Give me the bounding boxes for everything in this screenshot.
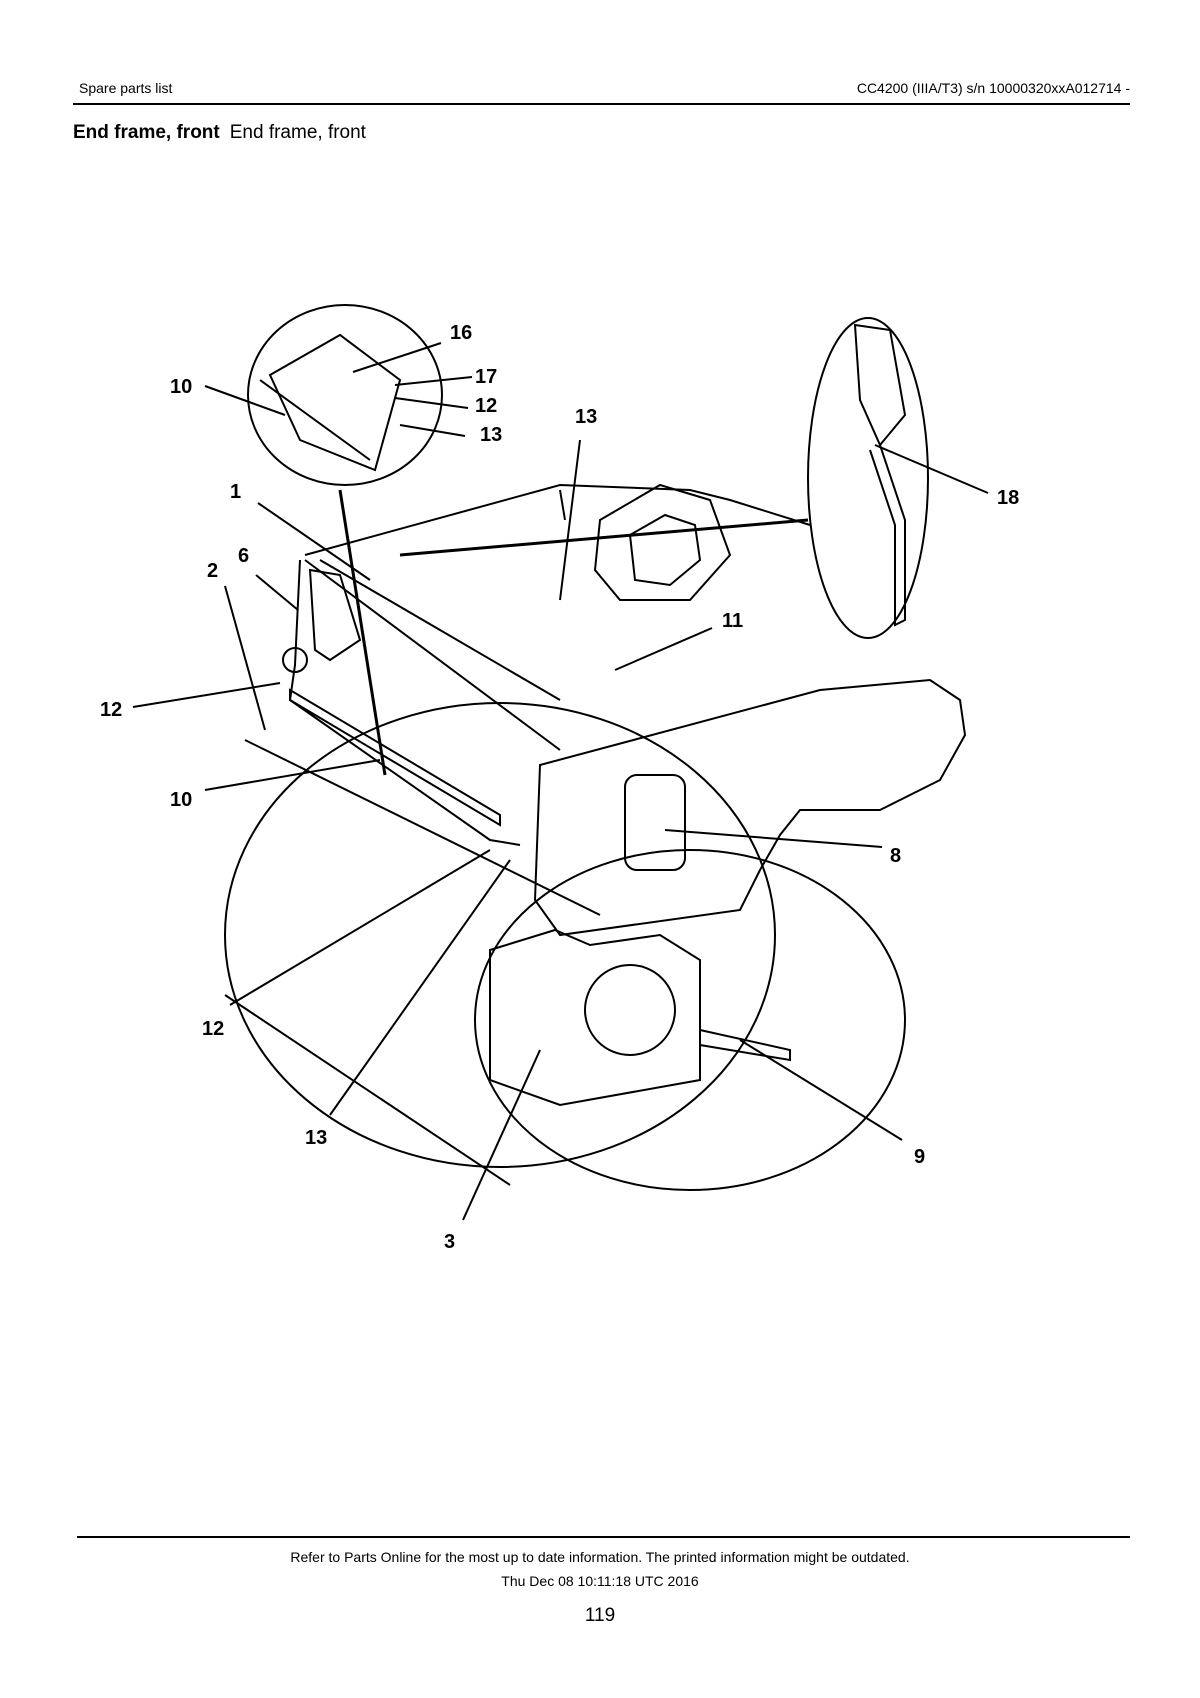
callout-10-detail: 10 [170, 376, 192, 398]
callout-6: 6 [238, 545, 249, 567]
side-plate-window [624, 774, 686, 871]
scraper-bar [289, 688, 501, 827]
left-bracket-plate [308, 568, 362, 662]
header-model-serial: CC4200 (IIIA/T3) s/n 10000320xxA012714 - [856, 80, 1130, 96]
callout-2: 2 [207, 560, 218, 582]
callout-13-bottom: 13 [305, 1127, 327, 1149]
callout-18: 18 [997, 487, 1019, 509]
hub-mount-plate [489, 928, 701, 1107]
callout-13-top: 13 [575, 406, 597, 428]
callout-8: 8 [890, 845, 901, 867]
callout-16: 16 [450, 322, 472, 344]
callout-12-bottom: 12 [202, 1018, 224, 1040]
drum-outline [224, 702, 776, 1168]
footer-disclaimer: Refer to Parts Online for the most up to… [290, 1549, 910, 1565]
page-number: 119 [584, 1605, 616, 1626]
hub-center [584, 964, 676, 1056]
detail-circle-switch [807, 317, 929, 639]
top-mounting-ring [593, 483, 732, 601]
callout-11: 11 [722, 610, 743, 632]
footer-timestamp: Thu Dec 08 10:11:18 UTC 2016 [501, 1573, 699, 1589]
callout-9: 9 [914, 1146, 925, 1168]
callout-13-detail: 13 [480, 424, 502, 446]
section-title: End frame, front End frame, front [73, 122, 366, 144]
callout-17: 17 [475, 366, 497, 388]
header-document-type: Spare parts list [79, 80, 173, 96]
footer-divider [77, 1536, 1130, 1538]
header-divider [73, 103, 1130, 105]
detail-circle-scraper [247, 304, 443, 486]
callout-3: 3 [444, 1231, 455, 1253]
drum-end-face [474, 849, 906, 1191]
callout-12-left: 12 [100, 699, 122, 721]
callout-1: 1 [230, 481, 241, 503]
section-title-bold: End frame, front [73, 122, 220, 143]
callout-12-detail: 12 [475, 395, 497, 417]
section-title-regular: End frame, front [229, 122, 366, 143]
drawing-linework [132, 304, 989, 1221]
side-plate [533, 678, 967, 937]
callout-10-left: 10 [170, 789, 192, 811]
